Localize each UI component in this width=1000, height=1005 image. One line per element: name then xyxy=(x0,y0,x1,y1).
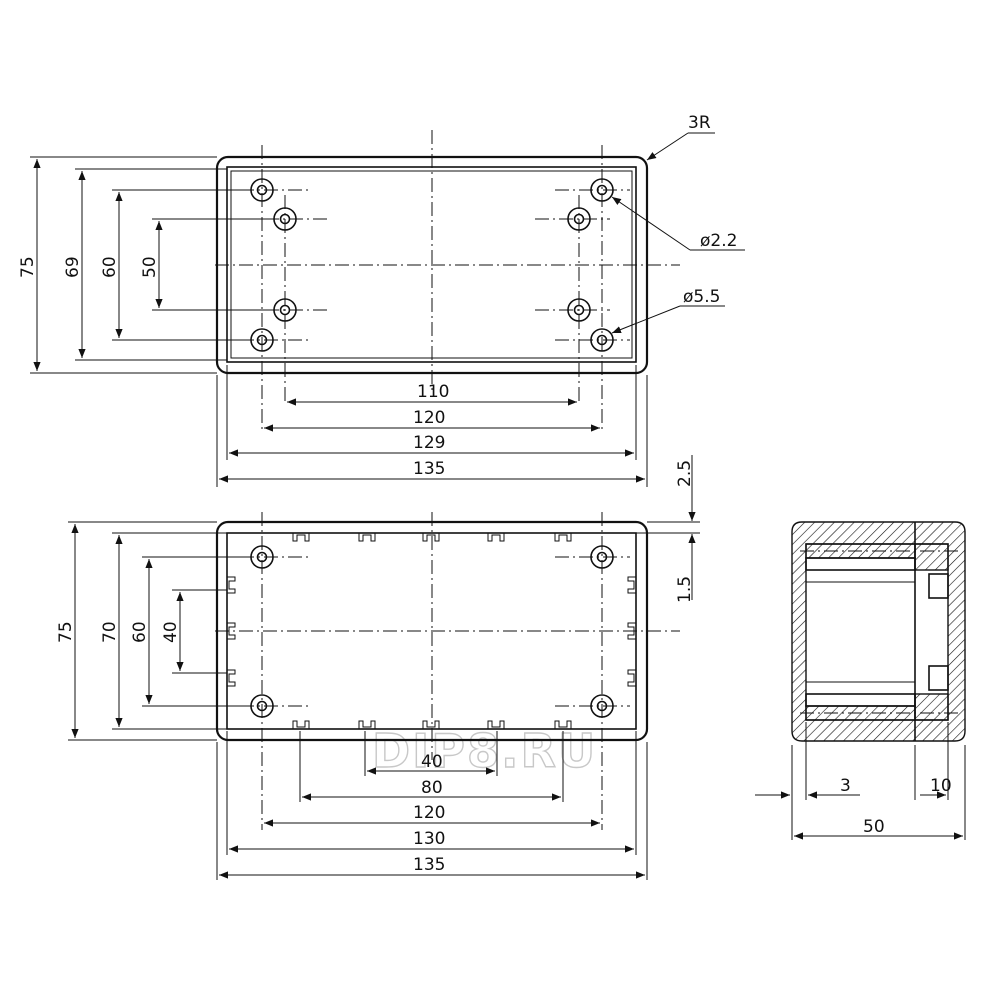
dim-v-60: 60 xyxy=(100,256,120,278)
dim-side-3: 3 xyxy=(840,776,851,796)
corner-radius-label: 3R xyxy=(688,113,711,133)
dim-v-70: 70 xyxy=(100,621,120,643)
bottom-view: 2.5 1.5 40 80 120 130 135 xyxy=(56,455,700,880)
dim-wall-2-5: 2.5 xyxy=(675,460,695,487)
wall-slots xyxy=(227,533,636,729)
dim-v-50: 50 xyxy=(140,256,160,278)
dim-v-75: 75 xyxy=(18,256,38,278)
dim-v-75b: 75 xyxy=(56,621,76,643)
dim-wall-1-5: 1.5 xyxy=(675,576,695,603)
top-view: 3R ø2.2 ø5.5 110 120 129 135 xyxy=(18,113,745,487)
mounting-holes xyxy=(250,178,614,352)
dim-135b: 135 xyxy=(413,855,445,875)
hole-large-label: ø5.5 xyxy=(683,287,720,307)
dim-135: 135 xyxy=(413,459,445,479)
dim-120: 120 xyxy=(413,408,445,428)
bottom-holes xyxy=(250,545,614,718)
dim-v-69: 69 xyxy=(63,256,83,278)
dim-120b: 120 xyxy=(413,803,445,823)
dim-129: 129 xyxy=(413,433,445,453)
dim-40: 40 xyxy=(421,752,443,772)
dim-v-40: 40 xyxy=(161,621,181,643)
dim-side-10: 10 xyxy=(930,776,952,796)
dim-110: 110 xyxy=(417,382,449,402)
dim-80: 80 xyxy=(421,778,443,798)
dim-side-50: 50 xyxy=(863,817,885,837)
dim-130: 130 xyxy=(413,829,445,849)
hole-small-label: ø2.2 xyxy=(700,231,737,251)
dim-v-60b: 60 xyxy=(130,621,150,643)
side-section: 3 10 50 xyxy=(755,521,966,840)
